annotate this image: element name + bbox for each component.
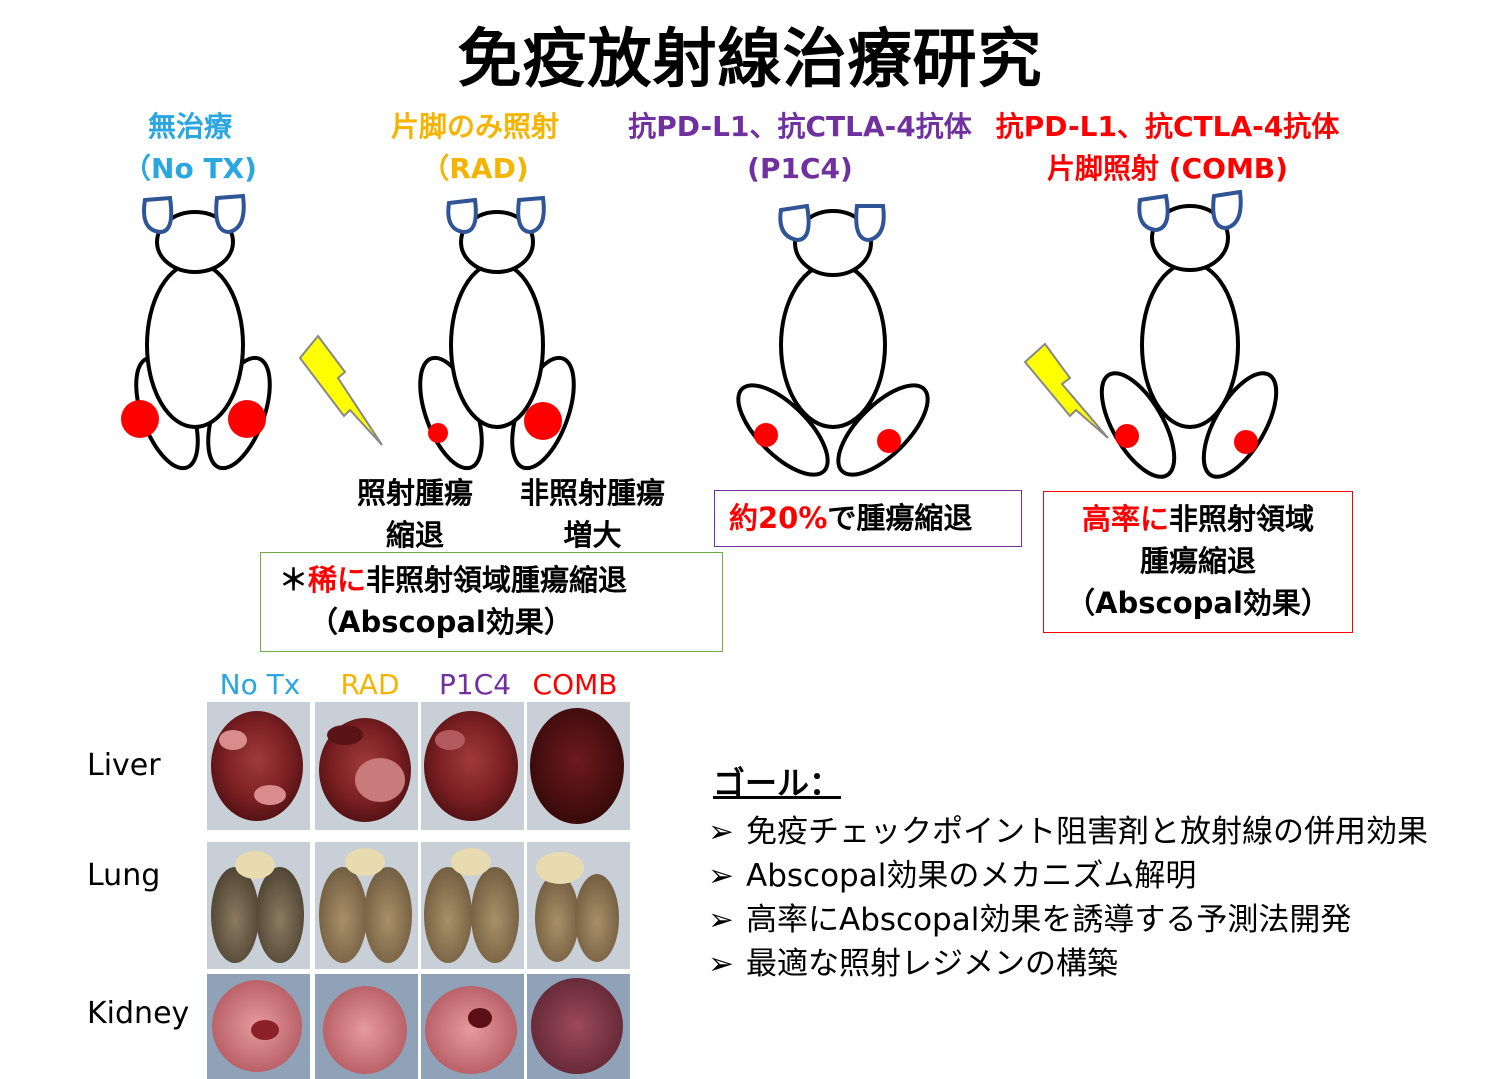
irradiated-line2: 縮退 bbox=[385, 518, 444, 552]
lung-photo-notx bbox=[207, 842, 310, 969]
group-comb-line2: 片脚照射 (COMB) bbox=[1047, 152, 1288, 185]
goal-text: 最適な照射レジメンの構築 bbox=[746, 946, 1118, 982]
column-header-comb: COMB bbox=[532, 668, 618, 701]
comb-box-line2: 腫瘍縮退 bbox=[1139, 544, 1256, 578]
page-title: 免疫放射線治療研究 bbox=[457, 23, 1043, 97]
comb-box-red: 高率に bbox=[1081, 502, 1169, 536]
irradiated-line1: 照射腫瘍 bbox=[356, 476, 473, 510]
goal-item: ➢ Abscopal効果のメカニズム解明 bbox=[708, 854, 1428, 898]
column-header-p1c4: P1C4 bbox=[438, 668, 512, 701]
nonirradiated-line2: 増大 bbox=[563, 518, 622, 552]
kidney-photo-notx bbox=[207, 974, 310, 1079]
lightning-bolt-icon bbox=[298, 334, 383, 446]
lung-photo-comb bbox=[527, 842, 630, 969]
rad-box-line1: ＊稀に非照射領域腫瘍縮退 bbox=[279, 559, 627, 601]
liver-photo-comb bbox=[527, 702, 630, 830]
group-rad-line1: 片脚のみ照射 bbox=[390, 110, 559, 143]
tumor-icon bbox=[1234, 430, 1258, 454]
group-notx-line2: （No TX) bbox=[123, 152, 257, 185]
tumor-icon bbox=[524, 402, 562, 440]
group-comb-line1: 抗PD-L1、抗CTLA-4抗体 bbox=[995, 110, 1340, 143]
liver-photo-notx bbox=[207, 702, 310, 830]
arrow-bullet-icon: ➢ bbox=[708, 814, 734, 850]
irradiated-tumor-label: 照射腫瘍 縮退 bbox=[340, 472, 490, 556]
group-label-p1c4: 抗PD-L1、抗CTLA-4抗体 (P1C4) bbox=[620, 106, 980, 190]
rad-box-red: 稀に bbox=[308, 563, 367, 597]
goal-item: ➢ 高率にAbscopal効果を誘導する予測法開発 bbox=[708, 898, 1428, 942]
arrow-bullet-icon: ➢ bbox=[708, 858, 734, 894]
comb-box-rest: 非照射領域 bbox=[1169, 502, 1315, 536]
goals-list: ➢ 免疫チェックポイント阻害剤と放射線の併用効果 ➢ Abscopal効果のメカニズ… bbox=[708, 810, 1428, 986]
arrow-bullet-icon: ➢ bbox=[708, 946, 734, 982]
goal-text: 免疫チェックポイント阻害剤と放射線の併用効果 bbox=[746, 814, 1428, 850]
group-notx-line1: 無治療 bbox=[147, 110, 232, 143]
organ-photo-grid bbox=[207, 702, 630, 1079]
lung-photo-p1c4 bbox=[421, 842, 524, 969]
nonirradiated-tumor-label: 非照射腫瘍 増大 bbox=[500, 472, 685, 556]
liver-photo-p1c4 bbox=[421, 702, 524, 830]
group-label-notx: 無治療 （No TX) bbox=[90, 106, 290, 190]
comb-result-box: 高率に非照射領域 腫瘍縮退 （Abscopal効果） bbox=[1043, 491, 1353, 633]
tumor-icon bbox=[754, 423, 778, 447]
p1c4-box-text: 約20%で腫瘍縮退 bbox=[729, 497, 972, 539]
asterisk: ＊ bbox=[279, 563, 309, 597]
goals-title: ゴール： bbox=[713, 764, 842, 802]
mouse-diagrams bbox=[121, 189, 1279, 479]
row-label-kidney: Kidney bbox=[87, 996, 190, 1031]
nonirradiated-line1: 非照射腫瘍 bbox=[519, 476, 665, 510]
column-header-rad: RAD bbox=[340, 668, 400, 701]
tumor-icon bbox=[428, 423, 448, 443]
row-label-liver: Liver bbox=[87, 748, 161, 783]
p1c4-box-red: 約20% bbox=[729, 501, 828, 535]
liver-photo-rad bbox=[315, 702, 418, 830]
kidney-photo-comb bbox=[527, 974, 630, 1079]
comb-box-line3: （Abscopal効果） bbox=[1066, 586, 1330, 620]
mouse-icon bbox=[1099, 189, 1279, 479]
mouse-icon bbox=[121, 193, 272, 471]
p1c4-result-box: 約20%で腫瘍縮退 bbox=[714, 490, 1022, 547]
kidney-photo-rad bbox=[315, 974, 418, 1079]
tumor-icon bbox=[121, 400, 159, 438]
group-label-rad: 片脚のみ照射 （RAD) bbox=[340, 106, 610, 190]
column-header-notx: No Tx bbox=[219, 668, 301, 701]
group-p1c4-line1: 抗PD-L1、抗CTLA-4抗体 bbox=[628, 110, 972, 143]
arrow-bullet-icon: ➢ bbox=[708, 902, 734, 938]
p1c4-box-rest: で腫瘍縮退 bbox=[827, 501, 973, 535]
rad-box-rest: 非照射領域腫瘍縮退 bbox=[366, 563, 628, 597]
group-rad-line2: （RAD) bbox=[421, 152, 529, 185]
rad-box-line2: （Abscopal効果） bbox=[309, 605, 573, 639]
mouse-icon bbox=[736, 203, 930, 477]
goal-text: Abscopal効果のメカニズム解明 bbox=[746, 858, 1197, 894]
group-p1c4-line2: (P1C4) bbox=[747, 152, 853, 185]
row-label-lung: Lung bbox=[87, 858, 161, 893]
lightning-bolt-icon bbox=[1023, 342, 1109, 439]
lung-photo-rad bbox=[315, 842, 418, 969]
rad-abscopal-box: ＊稀に非照射領域腫瘍縮退 （Abscopal効果） bbox=[260, 552, 723, 652]
tumor-icon bbox=[877, 429, 901, 453]
tumor-icon bbox=[228, 400, 266, 438]
mouse-icon bbox=[418, 195, 576, 471]
comb-box-line1: 高率に非照射領域 bbox=[1044, 498, 1352, 540]
goal-item: ➢ 最適な照射レジメンの構築 bbox=[708, 942, 1428, 986]
goal-text: 高率にAbscopal効果を誘導する予測法開発 bbox=[746, 902, 1352, 938]
goal-item: ➢ 免疫チェックポイント阻害剤と放射線の併用効果 bbox=[708, 810, 1428, 854]
tumor-icon bbox=[1115, 424, 1139, 448]
kidney-photo-p1c4 bbox=[421, 974, 524, 1079]
group-label-comb: 抗PD-L1、抗CTLA-4抗体 片脚照射 (COMB) bbox=[985, 106, 1350, 190]
